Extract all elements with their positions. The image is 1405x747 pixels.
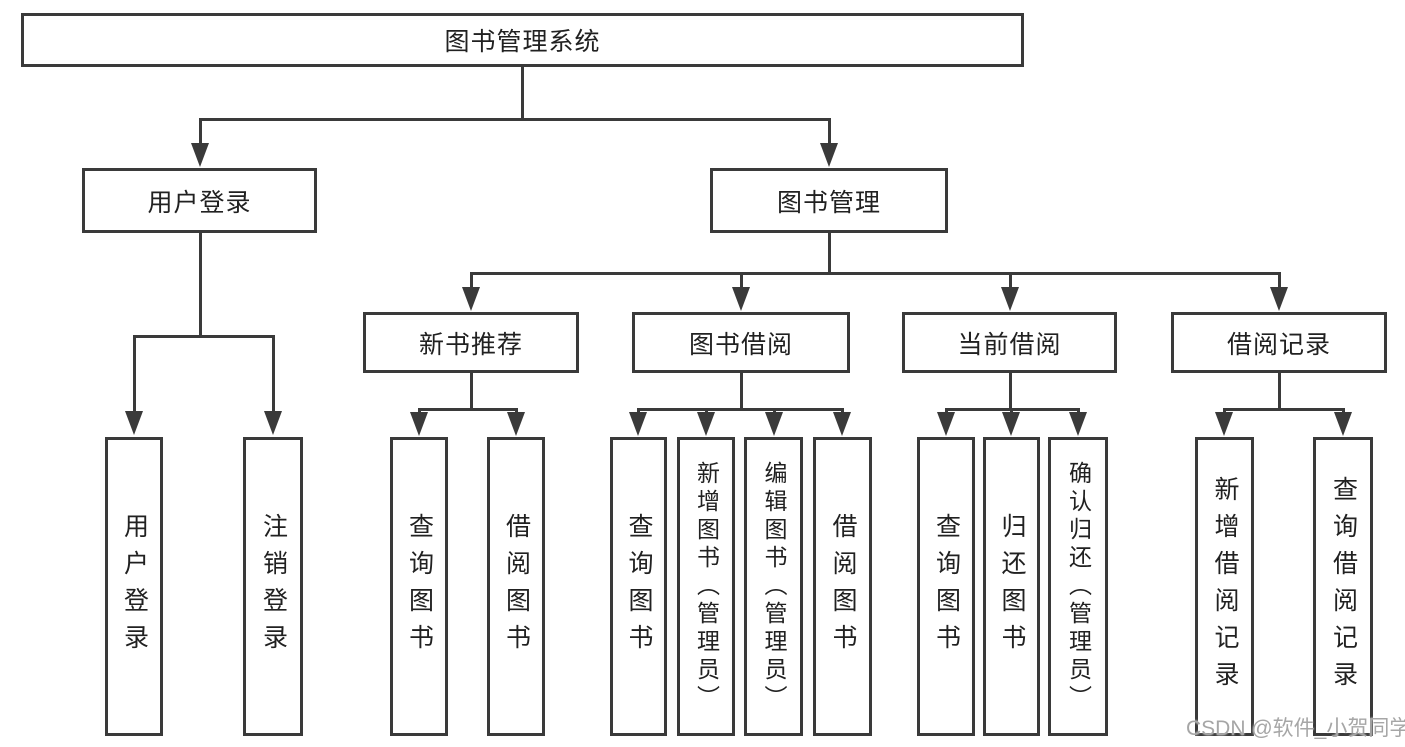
leaf-logout-login: 注销登录 (243, 437, 303, 736)
edge-line (1277, 373, 1281, 410)
arrow-down-icon (937, 412, 955, 436)
edge-line (827, 120, 831, 146)
edge-line (1222, 408, 1345, 411)
edge-line (739, 373, 743, 410)
edge-line (827, 233, 831, 275)
edge-line (1008, 274, 1012, 289)
watermark: CSDN @软件_小贺同学 (1186, 717, 1405, 740)
node-user-login: 用户登录 (82, 168, 317, 233)
arrow-down-icon (410, 412, 428, 436)
arrow-down-icon (125, 411, 143, 435)
edge-line (271, 335, 275, 412)
arrow-down-icon (507, 412, 525, 436)
edge-line (198, 233, 202, 337)
edge-line (520, 67, 524, 120)
node-library-management-system: 图书管理系统 (21, 13, 1024, 67)
leaf-query-books-borrowing: 查询图书 (610, 437, 667, 736)
leaf-query-borrow-record: 查询借阅记录 (1313, 437, 1373, 736)
edge-line (132, 335, 136, 412)
edge-line (417, 408, 518, 411)
arrow-down-icon (1270, 287, 1288, 311)
edge-line (469, 373, 473, 410)
arrow-down-icon (833, 412, 851, 436)
edge-line (198, 120, 202, 146)
node-new-book-recommendation: 新书推荐 (363, 312, 579, 373)
leaf-confirm-return-admin: 确认归还（管理员） (1048, 437, 1108, 736)
arrow-down-icon (1001, 287, 1019, 311)
leaf-query-books-recommend: 查询图书 (390, 437, 448, 736)
leaf-edit-books-admin: 编辑图书（管理员） (744, 437, 803, 736)
leaf-add-borrow-record: 新增借阅记录 (1195, 437, 1254, 736)
edge-line (198, 118, 831, 121)
arrow-down-icon (765, 412, 783, 436)
arrow-down-icon (732, 287, 750, 311)
arrow-down-icon (1069, 412, 1087, 436)
arrow-down-icon (1215, 412, 1233, 436)
node-current-borrowing: 当前借阅 (902, 312, 1117, 373)
arrow-down-icon (1334, 412, 1352, 436)
edge-line (469, 272, 1281, 275)
node-book-borrowing: 图书借阅 (632, 312, 850, 373)
edge-line (1277, 274, 1281, 289)
arrow-down-icon (462, 287, 480, 311)
edge-line (636, 408, 844, 411)
node-book-management: 图书管理 (710, 168, 948, 233)
arrow-down-icon (629, 412, 647, 436)
leaf-user-login: 用户登录 (105, 437, 163, 736)
arrow-down-icon (264, 411, 282, 435)
leaf-borrow-books-borrowing: 借阅图书 (813, 437, 872, 736)
edge-line (1008, 373, 1012, 410)
edge-line (132, 335, 275, 338)
edge-line (739, 274, 743, 289)
node-borrowing-records: 借阅记录 (1171, 312, 1387, 373)
leaf-add-books-admin: 新增图书（管理员） (677, 437, 735, 736)
arrow-down-icon (697, 412, 715, 436)
leaf-return-books: 归还图书 (983, 437, 1040, 736)
arrow-down-icon (820, 143, 838, 167)
arrow-down-icon (1002, 412, 1020, 436)
edge-line (469, 274, 473, 289)
arrow-down-icon (191, 143, 209, 167)
leaf-borrow-books-recommend: 借阅图书 (487, 437, 545, 736)
leaf-query-books-current: 查询图书 (917, 437, 975, 736)
